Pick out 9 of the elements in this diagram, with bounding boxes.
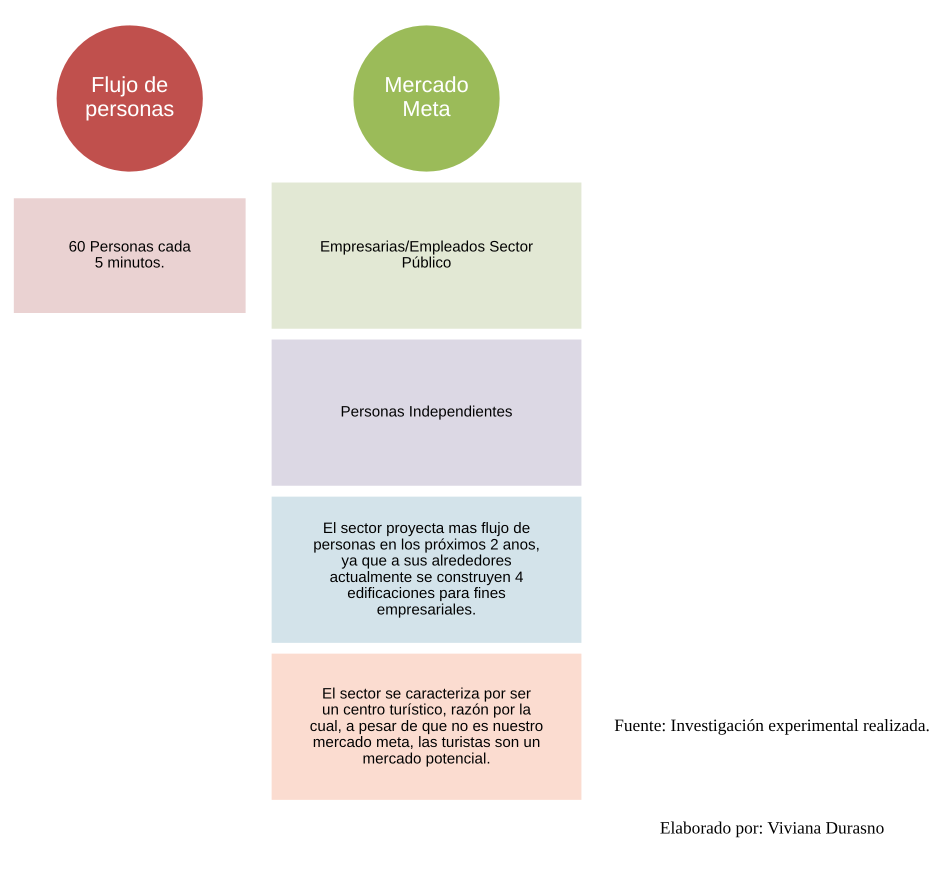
node-box: El sector proyecta mas flujo de personas en los próximos 2 anos, ya que a sus alrededores actualmente se construyen 4 edificaciones para fines empresariales. bbox=[269, 494, 584, 646]
node-circle: Mercado Meta bbox=[351, 23, 502, 174]
node-box: Personas Independientes bbox=[269, 337, 584, 488]
label: Fuente: Investigación experimental realizada. bbox=[614, 716, 930, 735]
node-box: 60 Personas cada 5 minutos. bbox=[12, 196, 248, 316]
node-box: El sector se caracteriza por ser un centro turístico, razón por la cual, a pesar de que no es nuestro mercado meta, las turistas son un mercado potencial. bbox=[269, 652, 584, 802]
label: Elaborado por: Viviana Durasno bbox=[660, 818, 884, 838]
node-box: Empresarias/Empleados Sector Público bbox=[269, 180, 584, 331]
node-circle: Flujo de personas bbox=[54, 23, 205, 174]
